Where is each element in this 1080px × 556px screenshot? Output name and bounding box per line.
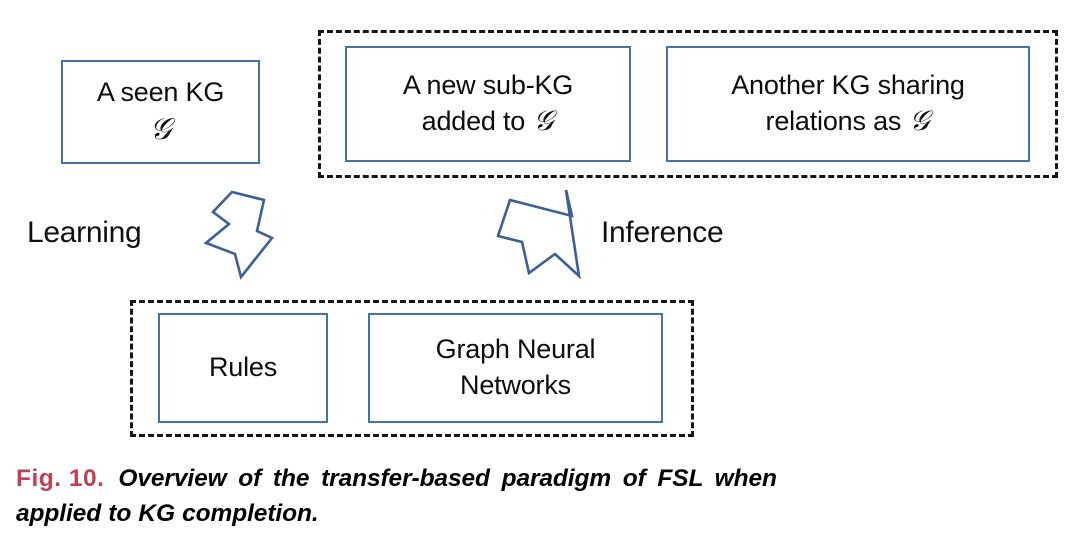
new-sub-kg-box: A new sub-KG added to 𝒢 <box>345 46 631 162</box>
seen-kg-symbol: 𝒢 <box>149 112 172 148</box>
new-sub-kg-symbol: 𝒢 <box>533 104 554 138</box>
another-kg-symbol: 𝒢 <box>909 104 930 138</box>
another-kg-line2-text: relations as <box>765 106 909 137</box>
caption-line-1: Overview of the transfer-based paradigm … <box>118 465 777 492</box>
learning-label: Learning <box>27 216 142 249</box>
methods-dashed-group <box>130 300 694 437</box>
seen-kg-label: A seen KG <box>96 77 225 108</box>
target-kg-dashed-group <box>318 30 1058 178</box>
seen-kg-box: A seen KG 𝒢 <box>61 60 260 164</box>
gnn-line2: Networks <box>460 370 571 400</box>
learning-arrow-icon <box>203 190 275 280</box>
new-sub-kg-line1: A new sub-KG <box>402 69 574 100</box>
caption-line-2: applied to KG completion. <box>16 499 319 527</box>
gnn-line1: Graph Neural <box>435 334 596 365</box>
gnn-box: Graph Neural Networks <box>368 313 663 423</box>
figure-number: Fig. 10. <box>16 465 105 492</box>
another-kg-line1: Another KG sharing <box>731 69 965 100</box>
figure-caption: Fig. 10. Overview of the transfer-based p… <box>16 462 1068 532</box>
inference-label: Inference <box>601 216 724 249</box>
new-sub-kg-line2: added to 𝒢 <box>422 103 555 140</box>
another-kg-line2: relations as 𝒢 <box>766 103 931 140</box>
inference-arrow-icon <box>496 189 581 280</box>
rules-box: Rules <box>158 313 328 423</box>
rules-label: Rules <box>208 352 278 383</box>
another-kg-box: Another KG sharing relations as 𝒢 <box>666 46 1030 162</box>
new-sub-kg-line2-text: added to <box>421 106 533 137</box>
